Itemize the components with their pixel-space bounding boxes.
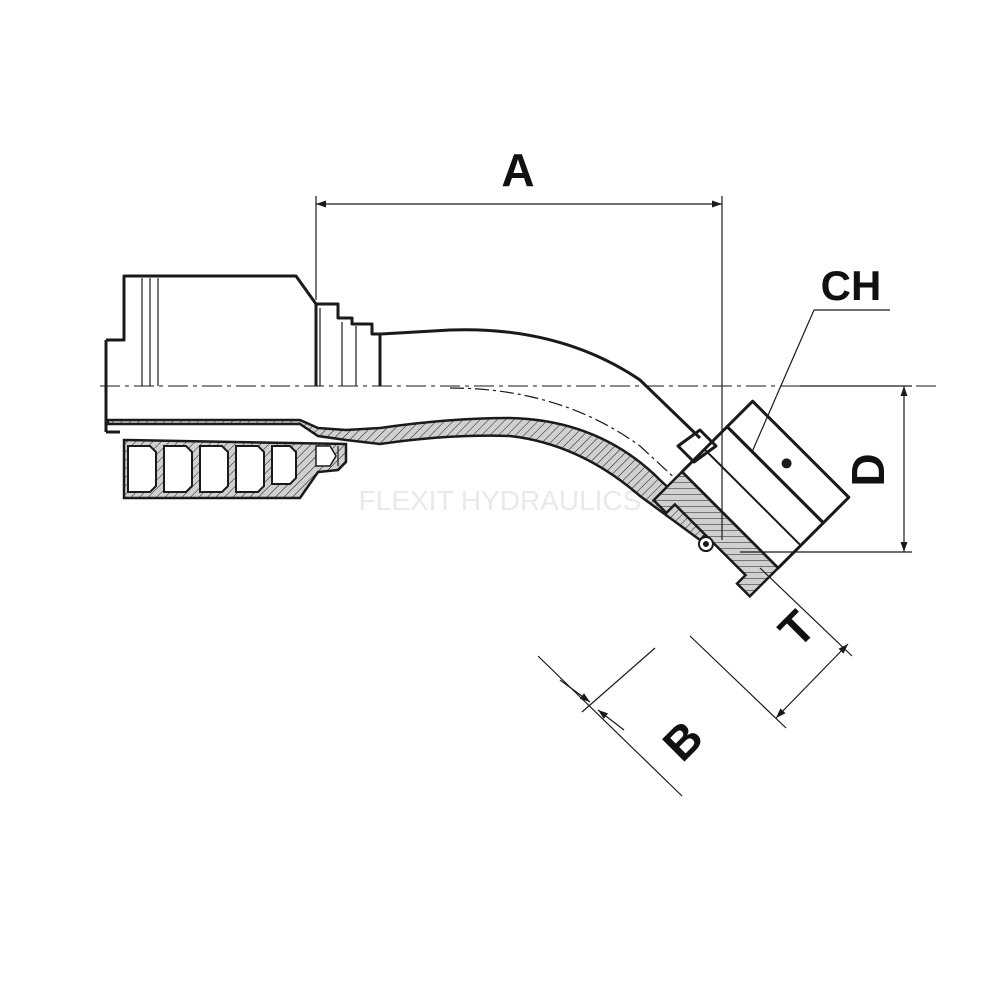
hose-socket [104, 274, 382, 500]
dimension-ch: CH [751, 262, 890, 453]
dimension-d: D [740, 385, 912, 553]
dimension-a: A [315, 144, 723, 540]
dimension-t: T [689, 567, 853, 729]
swivel-nut [651, 399, 851, 599]
label-ch: CH [821, 262, 882, 309]
dimension-b: B [537, 647, 713, 797]
label-a: A [501, 144, 534, 196]
label-b: B [653, 711, 713, 771]
label-t: T [768, 600, 825, 657]
label-d: D [842, 453, 894, 486]
watermark-text: FLEXIT HYDRAULICS [359, 485, 642, 516]
